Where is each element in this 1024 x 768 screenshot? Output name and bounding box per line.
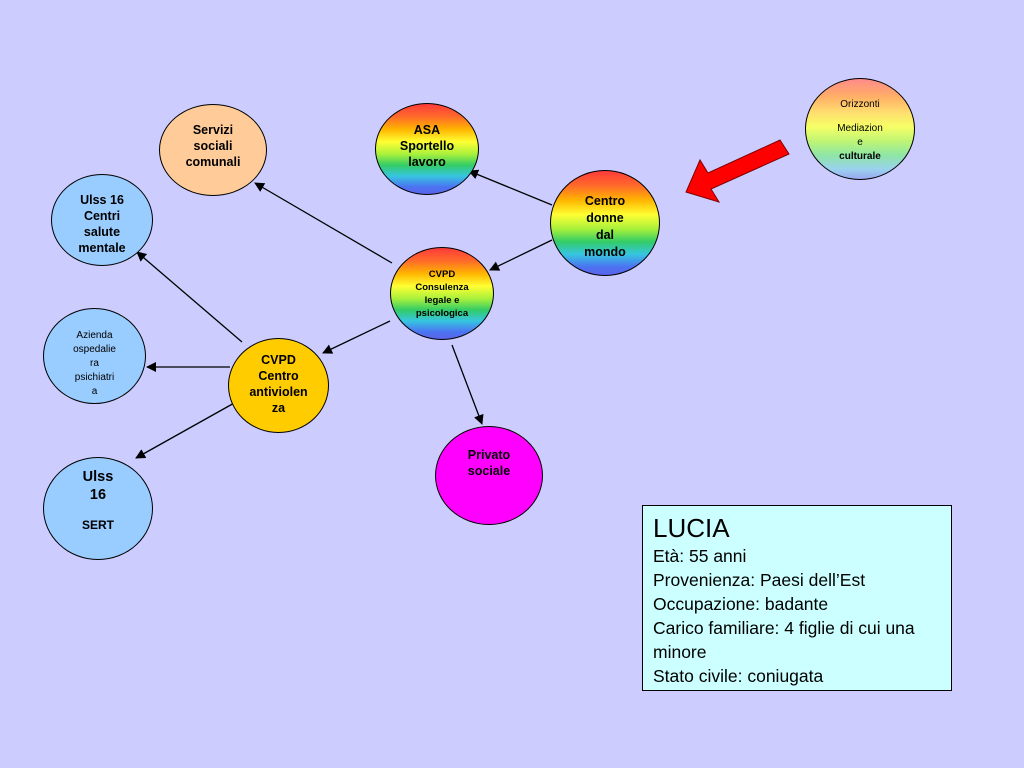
profile-name: LUCIA: [653, 513, 730, 543]
node-label: Azienda ospedalie ra psichiatri a: [73, 330, 116, 397]
node-label-sert: SERT: [81, 518, 114, 532]
node-servizi-sociali-comunali: Servizi sociali comunali: [159, 104, 267, 196]
profile-age: Età: 55 anni: [653, 546, 747, 566]
edge-consulenza-to-privato: [451, 344, 484, 425]
node-label-orizzonti: Orizzonti: [840, 99, 880, 110]
node-label: Privato sociale: [467, 448, 511, 478]
edge-consulenza-to-servizi: [254, 182, 393, 264]
profile-occupation: Occupazione: badante: [653, 594, 829, 614]
node-ulss16-sert: Ulss 16 SERT: [43, 457, 153, 560]
node-cvpd-consulenza: CVPD Consulenza legale e psicologica: [390, 247, 494, 340]
node-asa-sportello-lavoro: ASA Sportello lavoro: [375, 103, 479, 195]
profile-info-box: LUCIA Età: 55 anni Provenienza: Paesi de…: [642, 505, 952, 691]
node-azienda-ospedaliera-psichiatria: Azienda ospedalie ra psichiatri a: [43, 308, 146, 404]
node-label-culturale: culturale: [839, 151, 881, 162]
node-label-mediazione: Mediazion e: [837, 123, 883, 148]
node-orizzonti-mediazione-culturale: Orizzonti Mediazion e culturale: [805, 78, 915, 180]
edge-cvpd-centro-to-ulss16-sert: [135, 401, 237, 459]
node-label: CVPD Centro antiviolen za: [249, 353, 308, 415]
edge-centro-donne-to-asa: [468, 169, 553, 206]
node-label: CVPD Consulenza legale e psicologica: [415, 269, 469, 319]
profile-marital-status: Stato civile: coniugata: [653, 666, 824, 686]
edge-cvpd-centro-to-ulss16-centri: [136, 251, 243, 343]
node-label-ulss16: Ulss 16: [82, 469, 114, 503]
edge-centro-donne-to-consulenza: [489, 239, 553, 271]
node-label: Centro donne dal mondo: [584, 194, 626, 259]
node-label: ASA Sportello lavoro: [399, 123, 455, 169]
profile-family-load: Carico familiare: 4 figlie di cui una mi…: [653, 618, 915, 662]
red-arrow-icon: [685, 139, 790, 203]
node-privato-sociale: Privato sociale: [435, 426, 543, 525]
edge-consulenza-to-cvpd-centro: [322, 320, 391, 354]
node-label: Ulss 16 Centri salute mentale: [78, 193, 126, 255]
node-cvpd-centro-antiviolenza: CVPD Centro antiviolen za: [228, 338, 329, 433]
node-label: Servizi sociali comunali: [185, 123, 241, 169]
node-centro-donne-dal-mondo: Centro donne dal mondo: [550, 170, 660, 276]
node-ulss16-centri-salute-mentale: Ulss 16 Centri salute mentale: [51, 174, 153, 266]
profile-origin: Provenienza: Paesi dell’Est: [653, 570, 866, 590]
